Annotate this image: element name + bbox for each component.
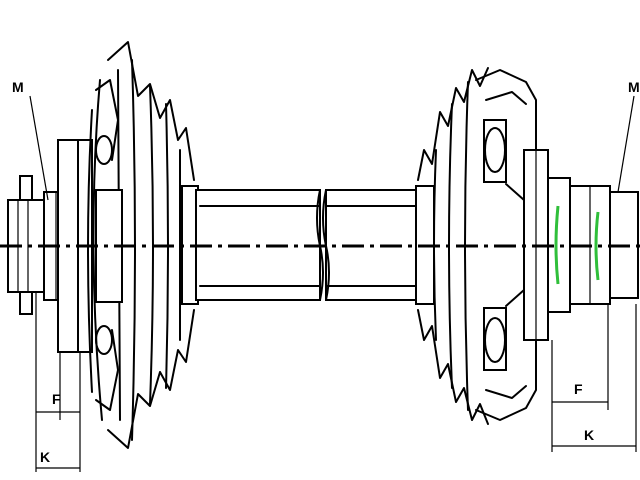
thread-label-left: M	[12, 79, 24, 95]
dimension-label-right-large: K	[584, 427, 594, 443]
seal-ring-right	[594, 211, 600, 281]
dimension-label-right-small: F	[574, 381, 583, 397]
left-dimensions	[29, 95, 81, 472]
dimension-label-left-large: K	[40, 449, 50, 465]
thread-label-right: M	[628, 79, 640, 95]
dimension-label-left-small: F	[52, 391, 61, 407]
seal-ring-left	[554, 205, 560, 285]
right-dimensions	[551, 95, 637, 452]
